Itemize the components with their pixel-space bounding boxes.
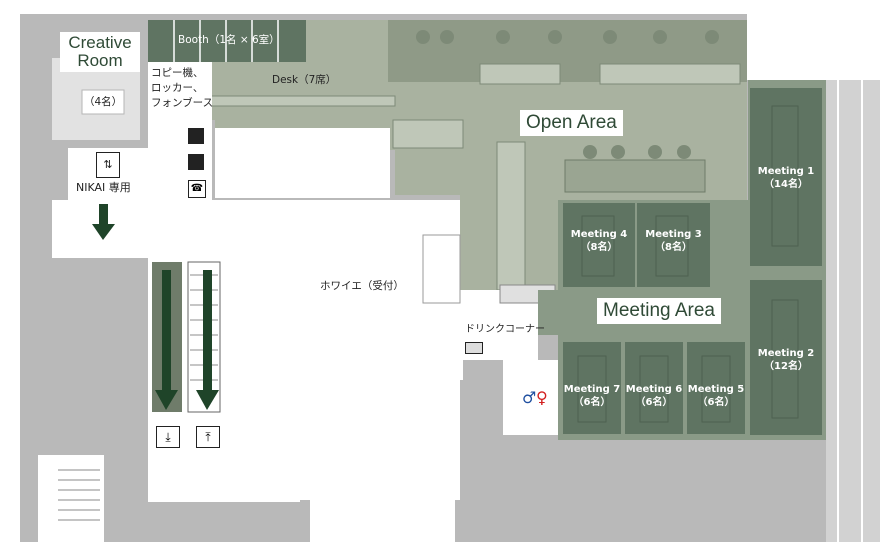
meeting-4-label: Meeting 4 （8名） <box>563 229 635 254</box>
meeting-3-capacity: （8名） <box>655 241 692 253</box>
right-corridor <box>826 80 880 542</box>
meeting-2-room <box>750 280 822 435</box>
meeting-6-capacity: （6名） <box>635 396 673 408</box>
copy-locker-phone-label: コピー機、 ロッカー、 フォンブース <box>151 67 214 109</box>
restroom-women-icon: ♀ <box>536 388 548 407</box>
meeting-2-capacity: （12名） <box>764 360 808 372</box>
meeting-4-room <box>563 203 635 287</box>
open-area-floor <box>148 20 747 290</box>
meeting-2-name: Meeting 2 <box>757 348 815 359</box>
meeting-6-name: Meeting 6 <box>625 384 683 395</box>
stair-block <box>38 455 104 542</box>
meeting-3-name: Meeting 3 <box>645 229 702 240</box>
counter-bar <box>496 141 526 291</box>
meeting-3-room <box>637 203 710 287</box>
locker-icon <box>188 154 204 170</box>
white-room-desk <box>215 128 390 198</box>
meeting-1-name: Meeting 1 <box>757 166 815 177</box>
meeting-6-label: Meeting 6 （6名） <box>625 384 683 409</box>
creative-room-label: Creative Room <box>60 32 140 72</box>
escalator-up-icon: ⤒ <box>196 426 220 448</box>
meeting-5-room <box>687 342 745 434</box>
meeting-7-name: Meeting 7 <box>563 384 621 395</box>
meeting-7-label: Meeting 7 （6名） <box>563 384 621 409</box>
meeting-area-label: Meeting Area <box>597 298 721 324</box>
meeting-7-capacity: （6名） <box>573 396 611 408</box>
drink-icon <box>465 342 483 354</box>
nikai-only-label: NIKAI 専用 <box>76 181 131 194</box>
meeting-1-room <box>750 88 822 266</box>
desk-strip <box>209 95 396 107</box>
copier-icon <box>188 128 204 144</box>
meeting-2-label: Meeting 2 （12名） <box>750 348 822 373</box>
meeting-6-room <box>625 342 683 434</box>
direction-arrow-icon <box>92 204 219 410</box>
restroom-men-icon: ♂ <box>522 388 537 407</box>
restroom-area <box>503 360 558 435</box>
sofa-block <box>564 159 706 193</box>
meeting-3-label: Meeting 3 （8名） <box>637 229 710 254</box>
open-area-label: Open Area <box>520 110 623 136</box>
meeting-1-capacity: （14名） <box>764 178 808 190</box>
booth-label: Booth（1名 × 6室） <box>178 34 280 46</box>
creative-room-capacity: （4名） <box>84 96 123 108</box>
meeting-7-room <box>563 342 621 434</box>
meeting-5-capacity: （6名） <box>697 396 735 408</box>
meeting-5-name: Meeting 5 <box>687 384 745 395</box>
meeting-5-label: Meeting 5 （6名） <box>687 384 745 409</box>
drink-corner-label: ドリンクコーナー <box>465 324 545 335</box>
foyer-label: ホワイエ（受付） <box>320 280 404 292</box>
top-right-white <box>747 0 880 80</box>
meeting-1-label: Meeting 1 （14名） <box>750 166 822 191</box>
meeting-4-name: Meeting 4 <box>570 229 628 240</box>
desk-label: Desk（7席） <box>272 74 337 86</box>
phone-booth-icon: ☎ <box>188 180 206 198</box>
meeting-4-capacity: （8名） <box>580 241 618 253</box>
escalator-down-icon: ⤓ <box>156 426 180 448</box>
elevator-icon: ⇅ <box>96 152 120 178</box>
